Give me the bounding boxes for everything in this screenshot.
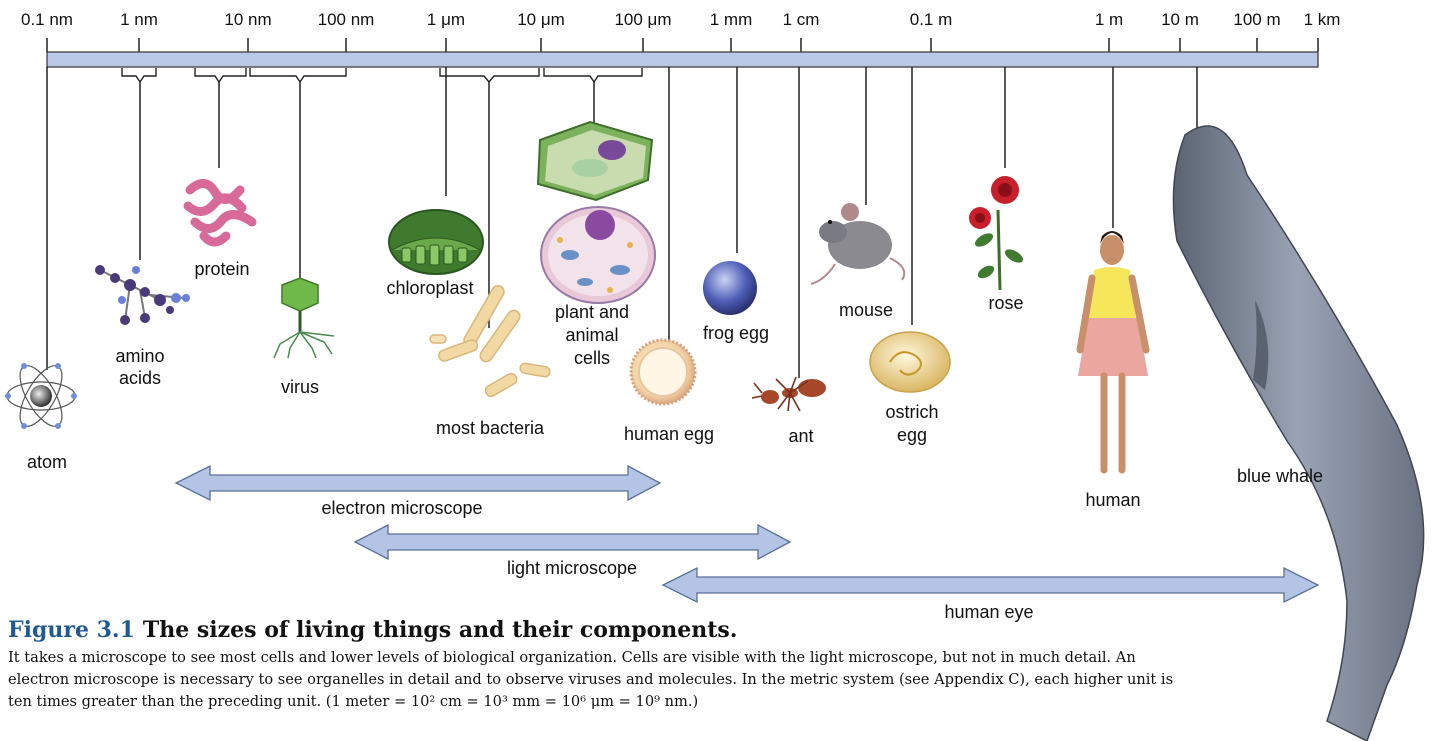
bracket-amino-acids: [122, 68, 156, 82]
electron-microscope-arrow: [176, 466, 660, 500]
label-electron-microscope: electron microscope: [321, 498, 482, 518]
tick-label-100nm: 100 nm: [318, 10, 375, 29]
label-rose: rose: [988, 293, 1023, 313]
label-cells-line3: cells: [574, 348, 610, 368]
label-human: human: [1085, 490, 1140, 510]
label-bacteria: most bacteria: [436, 418, 545, 438]
tick-label-1cm: 1 cm: [783, 10, 820, 29]
tick-label-100um: 100 μm: [614, 10, 671, 29]
atom-icon: [5, 360, 77, 433]
range-brackets: [122, 68, 642, 82]
tick-label-0.1nm: 0.1 nm: [21, 10, 73, 29]
figure-title: Figure 3.1 The sizes of living things and…: [8, 617, 1188, 643]
bracket-bacteria: [440, 68, 539, 82]
plant-animal-cells-icon: [538, 122, 655, 303]
chloroplast-icon: [389, 210, 483, 274]
protein-icon: [188, 183, 252, 242]
ant-icon: [752, 377, 826, 411]
label-human-egg: human egg: [624, 424, 714, 444]
tick-label-1mm: 1 mm: [710, 10, 753, 29]
tick-label-1m: 1 m: [1095, 10, 1123, 29]
tick-label-100m: 100 m: [1233, 10, 1280, 29]
label-amino-line1: amino: [115, 346, 164, 366]
tick-label-0.1m: 0.1 m: [910, 10, 953, 29]
ostrich-egg-icon: [870, 332, 950, 392]
figure-caption: Figure 3.1 The sizes of living things and…: [8, 617, 1188, 713]
label-blue-whale: blue whale: [1237, 466, 1323, 486]
blue-whale-icon: [1173, 126, 1423, 741]
label-virus: virus: [281, 377, 319, 397]
figure-number: Figure 3.1: [8, 617, 135, 643]
label-chloroplast: chloroplast: [386, 278, 473, 298]
label-protein: protein: [194, 259, 249, 279]
tick-label-10m: 10 m: [1161, 10, 1199, 29]
rose-icon: [969, 176, 1025, 290]
label-frog-egg: frog egg: [703, 323, 769, 343]
light-microscope-arrow: [355, 525, 790, 559]
virus-icon: [274, 278, 334, 358]
tick-label-1um: 1 μm: [427, 10, 465, 29]
label-mouse: mouse: [839, 300, 893, 320]
scale-bar: [47, 52, 1318, 67]
bracket-virus: [250, 68, 346, 82]
label-light-microscope: light microscope: [507, 558, 637, 578]
human-icon: [1078, 231, 1148, 470]
frog-egg-icon: [703, 261, 757, 315]
bracket-protein: [195, 68, 246, 82]
label-ostrich-line2: egg: [897, 425, 927, 445]
figure-body-text: It takes a microscope to see most cells …: [8, 647, 1188, 713]
label-ostrich-line1: ostrich: [885, 402, 938, 422]
label-ant: ant: [788, 426, 813, 446]
scale-tick-labels: 0.1 nm 1 nm 10 nm 100 nm 1 μm 10 μm 100 …: [21, 10, 1340, 29]
tick-label-1nm: 1 nm: [120, 10, 158, 29]
label-atom: atom: [27, 452, 67, 472]
tick-label-10nm: 10 nm: [224, 10, 271, 29]
bacteria-icon: [430, 284, 551, 399]
range-arrows: [176, 466, 1318, 602]
scale-tick-marks: [47, 38, 1318, 52]
figure-title-text: The sizes of living things and their com…: [143, 617, 738, 643]
human-eye-arrow: [663, 568, 1318, 602]
label-amino-line2: acids: [119, 368, 161, 388]
bracket-cells: [544, 68, 642, 82]
mouse-icon: [811, 203, 904, 284]
label-cells-line2: animal: [565, 325, 618, 345]
label-cells-line1: plant and: [555, 302, 629, 322]
tick-label-10um: 10 μm: [517, 10, 565, 29]
human-egg-icon: [631, 340, 695, 404]
tick-label-1km: 1 km: [1304, 10, 1341, 29]
amino-acids-icon: [95, 265, 190, 325]
